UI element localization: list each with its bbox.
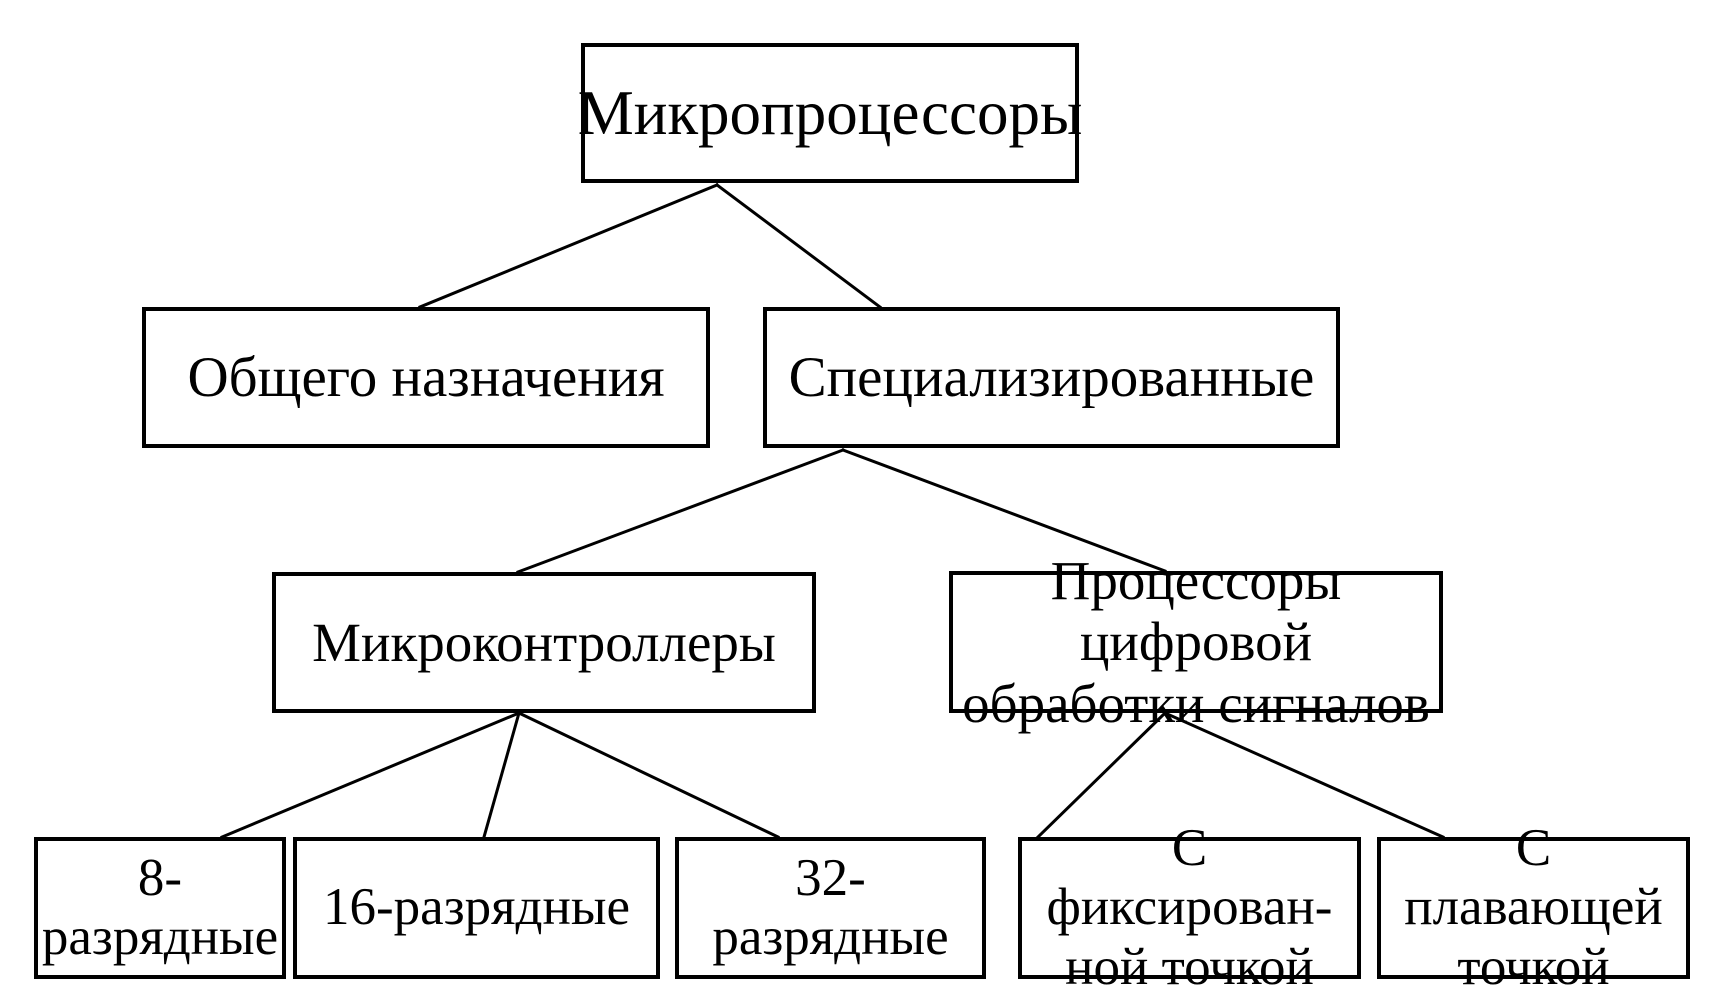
node-dsp-fixed-point[interactable]: С фиксирован- ной точкой: [1018, 819, 1361, 996]
node-label-mcu-32bit: 32-разрядные: [712, 848, 949, 966]
node-label-dsp-floating-point: С плавающей точкой: [1404, 818, 1663, 996]
node-label-dsp: Процессоры цифровой обработки сигналов: [962, 549, 1430, 734]
node-label-microcontrollers: Микроконтроллеры: [312, 611, 776, 673]
edge-mcu-8: [220, 711, 521, 839]
node-microprocessors[interactable]: Микропроцессоры: [578, 43, 1082, 183]
node-mcu-16bit[interactable]: 16-разрядные: [293, 837, 660, 979]
edge-mp-general: [418, 183, 719, 309]
edge-special-mcu: [516, 448, 845, 574]
edge-mcu-16: [482, 711, 521, 839]
node-specialized[interactable]: Специализированные: [763, 307, 1340, 448]
node-mcu-32bit[interactable]: 32-разрядные: [675, 837, 986, 979]
node-label-dsp-fixed-point: С фиксирован- ной точкой: [1046, 818, 1333, 996]
node-label-general-purpose: Общего назначения: [187, 345, 665, 409]
node-label-mcu-16bit: 16-разрядные: [323, 878, 630, 937]
node-mcu-8bit[interactable]: 8-разрядные: [34, 837, 286, 979]
edge-special-dsp: [841, 448, 1167, 573]
node-dsp[interactable]: Процессоры цифровой обработки сигналов: [949, 550, 1443, 734]
node-dsp-floating-point[interactable]: С плавающей точкой: [1377, 819, 1690, 996]
edge-dsp-floating: [1163, 711, 1445, 839]
node-label-microprocessors: Микропроцессоры: [577, 77, 1083, 148]
edge-mcu-32: [516, 710, 781, 840]
edge-mp-special: [714, 182, 883, 310]
edge-dsp-fixed: [1035, 710, 1168, 840]
node-label-mcu-8bit: 8-разрядные: [41, 848, 279, 966]
node-general-purpose[interactable]: Общего назначения: [142, 307, 710, 448]
node-microcontrollers[interactable]: Микроконтроллеры: [272, 572, 816, 713]
node-label-specialized: Специализированные: [788, 345, 1315, 409]
